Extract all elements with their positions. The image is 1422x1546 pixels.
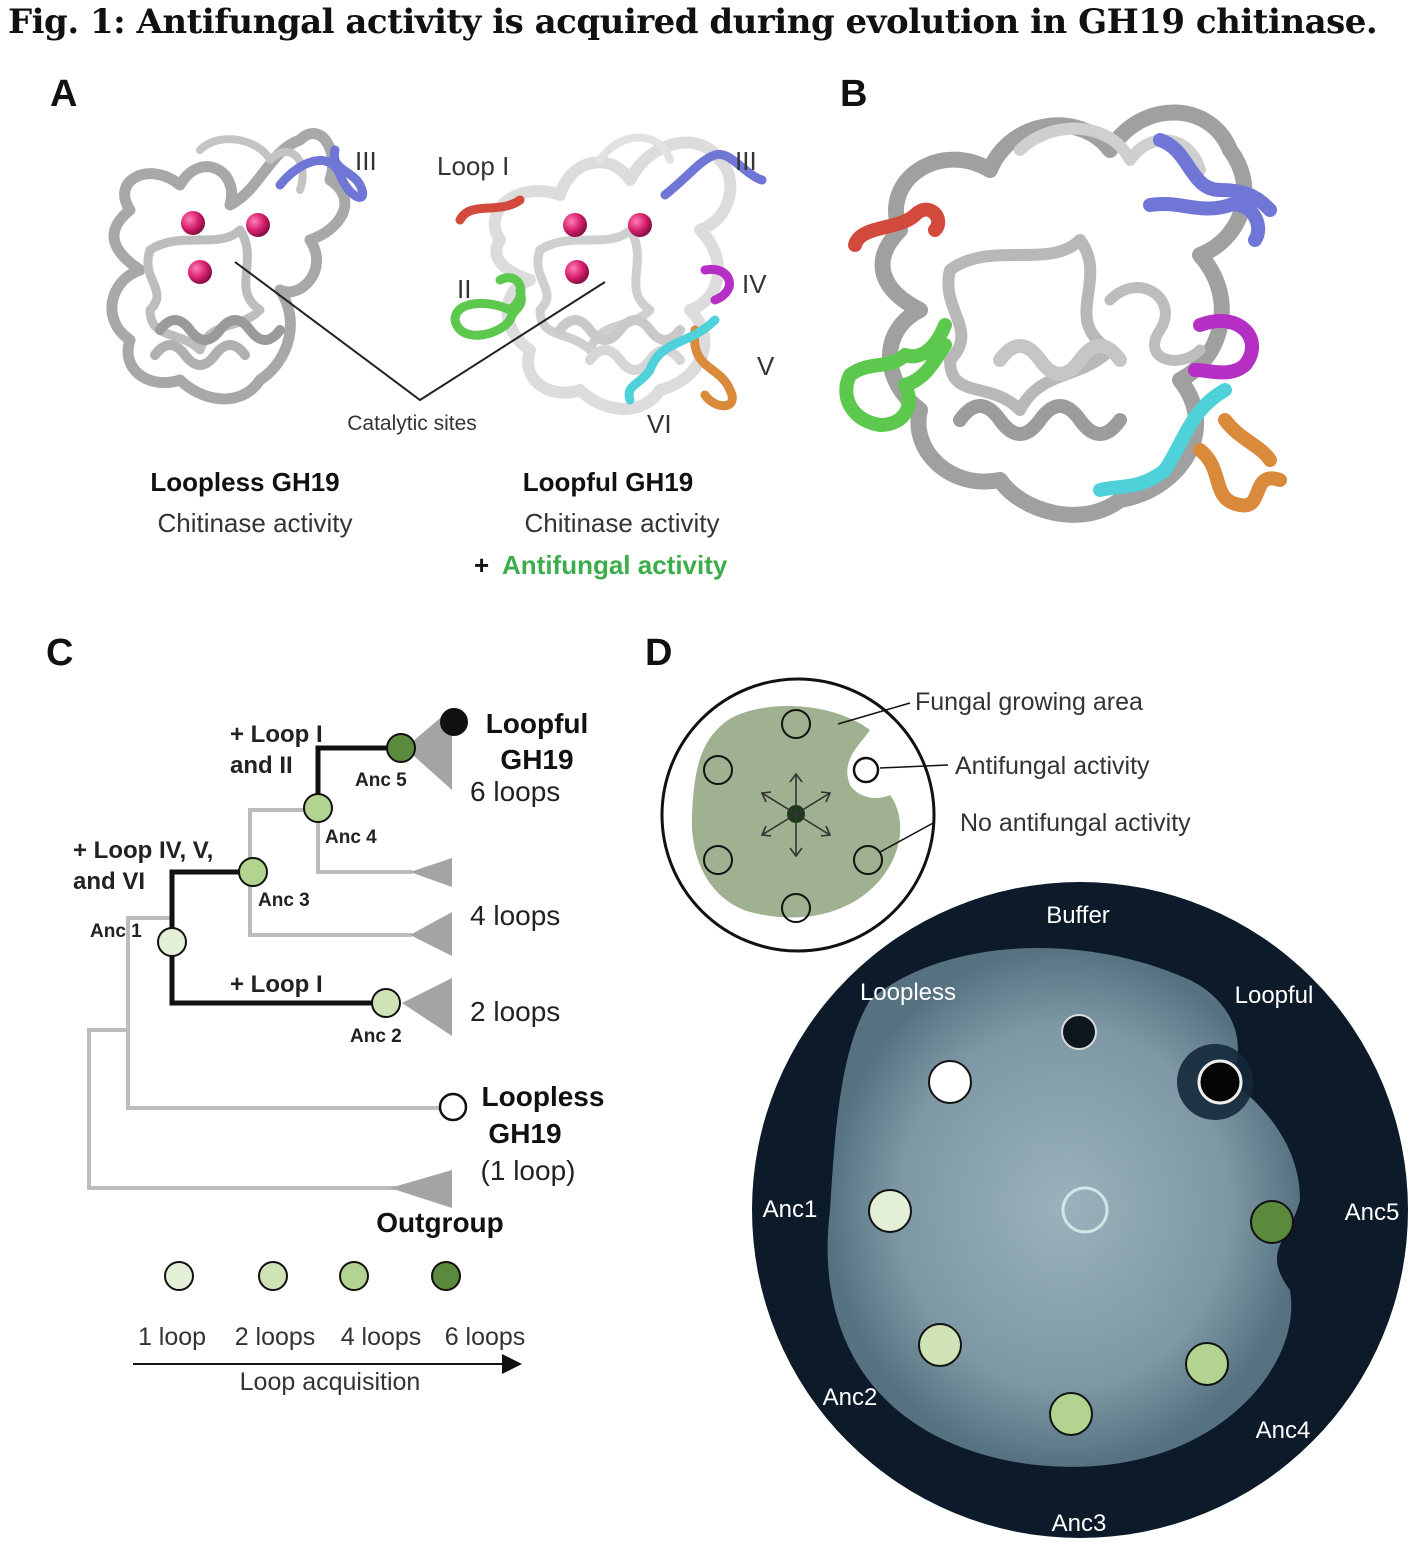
loopful-protein-structure (450, 133, 767, 415)
tip-outgroup: Outgroup (376, 1207, 504, 1238)
event-loop-i-ii-line2: and II (230, 752, 293, 779)
legend-swatch-6-loops (431, 1261, 461, 1291)
event-loop-i: + Loop I (230, 971, 323, 998)
loopful-structure-enlarged (839, 104, 1287, 523)
node-anc4-label: Anc 4 (325, 827, 377, 848)
tip-one-loop: (1 loop) (481, 1155, 576, 1186)
loopful-title: Loopful GH19 (523, 467, 693, 497)
antifungal-plus: + (474, 550, 489, 580)
plate-anc3-label: Anc3 (1052, 1510, 1107, 1537)
event-loop-i-ii-line1: + Loop I (230, 721, 323, 748)
plate-buffer-label: Buffer (1046, 902, 1110, 929)
event-loop-iv-v-vi-line1: + Loop IV, V, (73, 837, 213, 864)
loop-acquisition-label: Loop acquisition (240, 1368, 421, 1396)
plate-anc5-label: Anc5 (1345, 1199, 1400, 1226)
tip-loopful-line2: GH19 (500, 744, 573, 775)
node-anc1-label: Anc 1 (90, 921, 142, 942)
loop-v-label: V (757, 351, 775, 381)
schematic-antifungal-label: Antifungal activity (955, 752, 1150, 780)
tip-six-loops: 6 loops (470, 776, 560, 807)
schematic-fungal-area-label: Fungal growing area (915, 688, 1143, 716)
tip-loopless-line2: GH19 (488, 1118, 561, 1149)
panel-label-c: C (46, 632, 73, 674)
legend-swatch-1-loop (164, 1261, 194, 1291)
legend-label-6-loops: 6 loops (445, 1323, 526, 1351)
loop-iv-label: IV (742, 269, 767, 299)
loop-i-label: Loop I (437, 151, 509, 181)
phylogenetic-tree (87, 708, 468, 1208)
tip-loopless-line1: Loopless (482, 1081, 605, 1112)
legend-swatch-2-loops (258, 1261, 288, 1291)
loop-iii-label-left: III (355, 146, 377, 176)
loopless-activity: Chitinase activity (157, 508, 352, 538)
tip-two-loops: 2 loops (470, 996, 560, 1027)
plate-anc4-label: Anc4 (1256, 1417, 1311, 1444)
loopful-activity: Chitinase activity (524, 508, 719, 538)
legend-swatch-4-loops (339, 1261, 369, 1291)
loop-acquisition-arrowhead (502, 1354, 522, 1374)
loop-vi-label: VI (647, 409, 672, 439)
tip-loopful-line1: Loopful (486, 708, 589, 739)
loop-ii-label: II (457, 274, 471, 304)
loop-iii-label-right: III (735, 146, 757, 176)
assay-schematic (660, 677, 949, 953)
event-loop-iv-v-vi-line2: and VI (73, 868, 145, 895)
legend-label-1-loop: 1 loop (138, 1323, 206, 1351)
schematic-no-antifungal-label: No antifungal activity (960, 809, 1191, 837)
legend-label-4-loops: 4 loops (341, 1323, 422, 1351)
legend-label-2-loops: 2 loops (235, 1323, 316, 1351)
plate-anc1-label: Anc1 (763, 1196, 818, 1223)
panel-label-a: A (50, 73, 77, 115)
node-anc5-label: Anc 5 (355, 770, 407, 791)
loopless-protein-structure (106, 128, 368, 405)
panel-label-b: B (840, 73, 867, 115)
node-anc2-label: Anc 2 (350, 1026, 402, 1047)
node-anc3-label: Anc 3 (258, 890, 310, 911)
antifungal-activity-label: Antifungal activity (502, 550, 728, 580)
plate-loopless-label: Loopless (860, 979, 956, 1006)
catalytic-sites-label: Catalytic sites (347, 412, 477, 435)
loopless-title: Loopless GH19 (150, 467, 339, 497)
loop-count-legend (164, 1261, 461, 1291)
figure-title: Fig. 1: Antifungal activity is acquired … (8, 2, 1378, 42)
panel-label-d: D (645, 632, 672, 674)
tip-four-loops: 4 loops (470, 900, 560, 931)
plate-anc2-label: Anc2 (823, 1384, 878, 1411)
catalytic-site-pointer (234, 261, 606, 402)
plate-loopful-label: Loopful (1235, 982, 1314, 1009)
assay-plate-photo (752, 882, 1408, 1538)
